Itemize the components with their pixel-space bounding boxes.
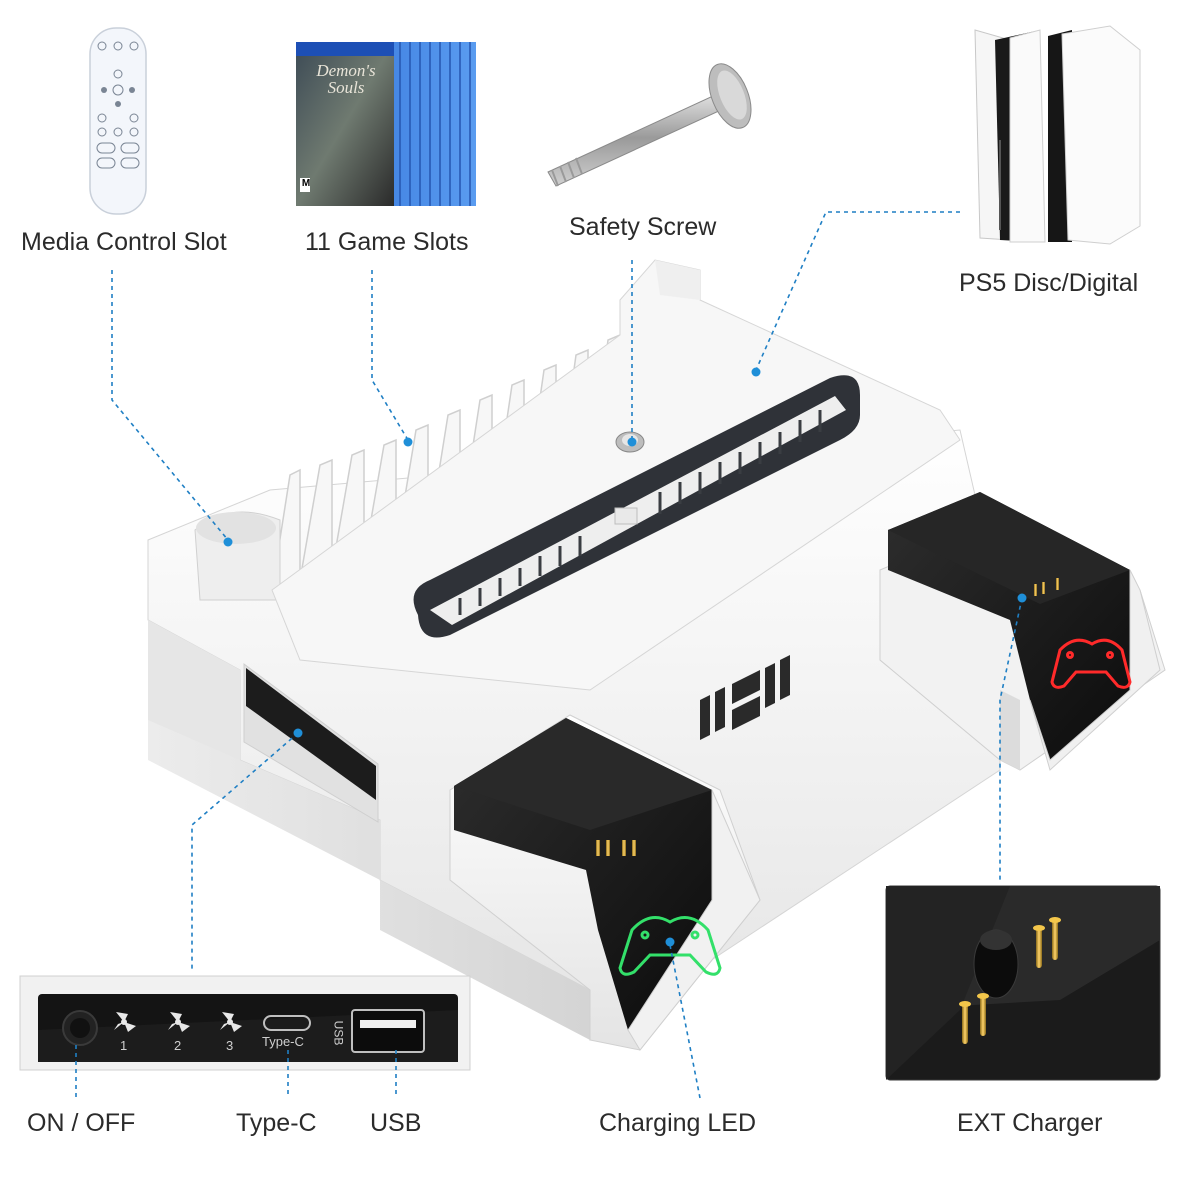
- port-panel-inset: [19, 975, 471, 1071]
- game-cases-image: [296, 42, 476, 206]
- usb-port-label: USB: [331, 1020, 346, 1046]
- game-cover-title: Demon's Souls: [306, 62, 386, 96]
- label-safety-screw: Safety Screw: [569, 213, 717, 241]
- label-charging-led: Charging LED: [599, 1109, 757, 1137]
- media-remote-image: [89, 27, 147, 215]
- label-usb: USB: [370, 1109, 422, 1137]
- label-ext-charger: EXT Charger: [957, 1109, 1103, 1137]
- label-on-off: ON / OFF: [27, 1109, 136, 1137]
- charging-stand-image: [147, 259, 1166, 1051]
- label-ps5-disc-digital: PS5 Disc/Digital: [959, 269, 1139, 297]
- label-type-c: Type-C: [236, 1109, 317, 1137]
- fan-2-icon: [168, 1012, 190, 1032]
- fan-3-icon: [220, 1012, 242, 1032]
- red-controller-led-icon: [1050, 638, 1132, 689]
- label-media-control-slot: Media Control Slot: [21, 228, 227, 256]
- guide-lines: [75, 211, 1023, 1099]
- label-game-slots: 11 Game Slots: [305, 228, 469, 256]
- green-controller-led-icon: [618, 916, 722, 976]
- game-title-line1: Demon's: [316, 61, 376, 80]
- ext-charger-inset: [885, 885, 1161, 1081]
- fan-2-label: 2: [174, 1038, 182, 1053]
- fan-3-label: 3: [226, 1038, 234, 1053]
- guide-dots: [223, 367, 1027, 947]
- fan-1-label: 1: [120, 1038, 128, 1053]
- ps5-consoles-image: [974, 25, 1141, 245]
- safety-screw-image: [547, 63, 752, 187]
- fan-1-icon: [114, 1012, 136, 1032]
- typec-port-label: Type-C: [262, 1034, 304, 1049]
- game-rating-badge: M: [301, 178, 311, 189]
- game-title-line2: Souls: [327, 78, 365, 97]
